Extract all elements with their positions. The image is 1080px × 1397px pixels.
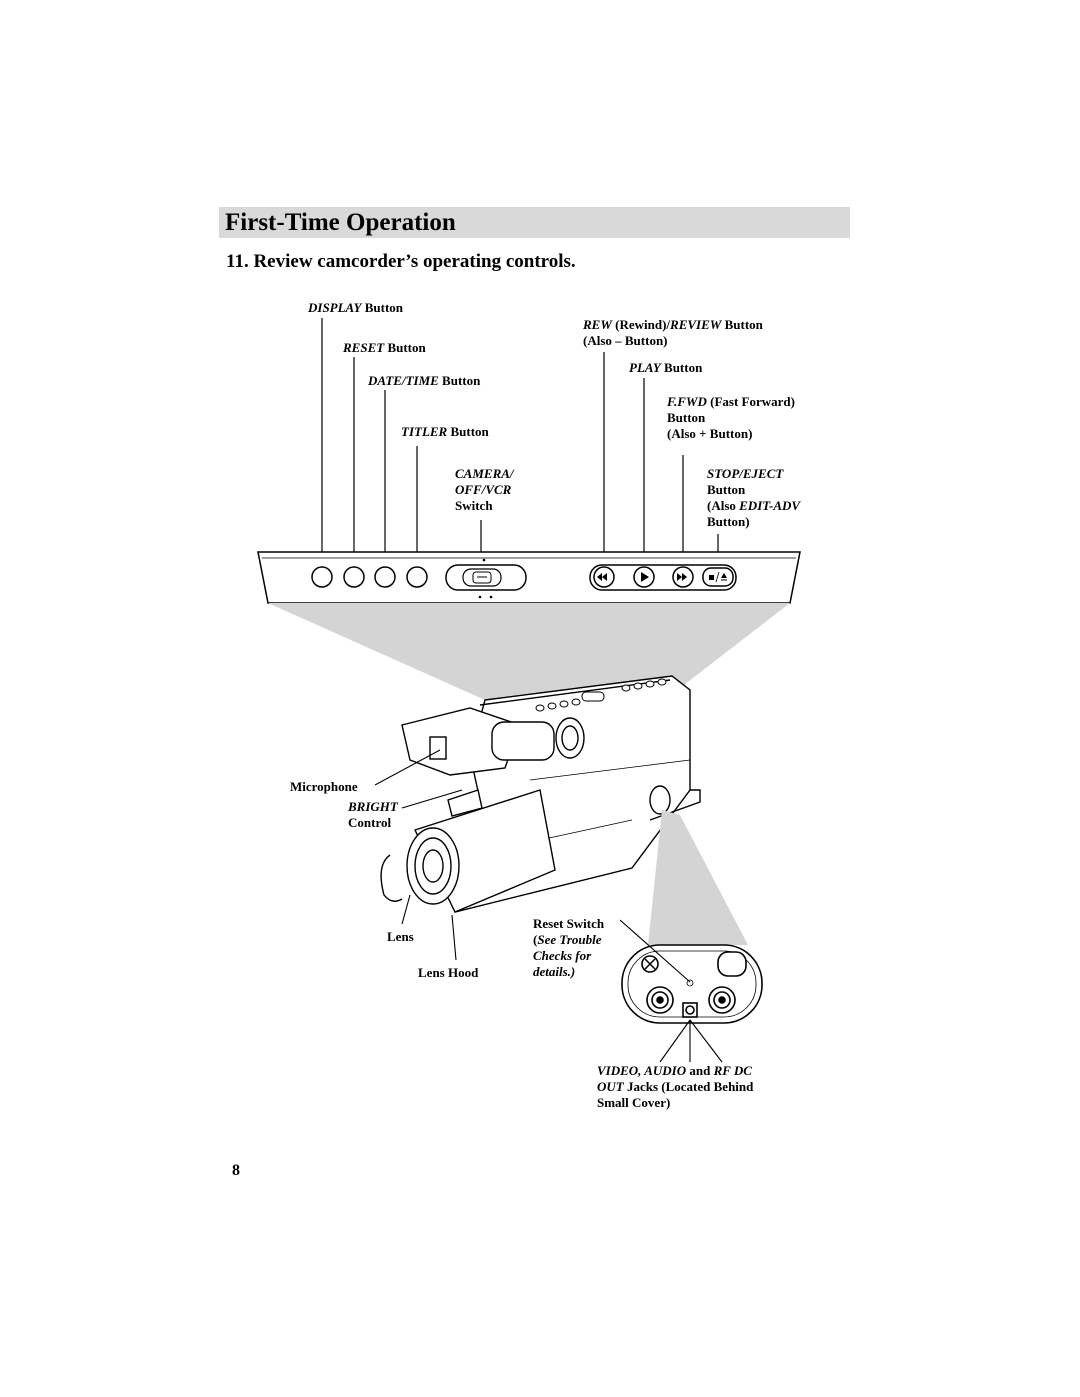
camera-switch [445,558,527,599]
lens-label: Lens [387,929,414,944]
reset-button-label: RESET Button [343,340,426,355]
page-number: 8 [232,1162,240,1179]
ffwd-button-label: F.FWD (Fast Forward)Button(Also + Button… [667,394,795,441]
titler-button-label: TITLER Button [401,424,489,439]
jack-panel [621,944,763,1024]
control-panel [257,551,801,604]
microphone-label: Microphone [290,779,358,794]
datetime-button-label: DATE/TIME Button [368,373,481,388]
transport-buttons [589,564,737,591]
projection-upper [268,603,790,700]
section-title: First-Time Operation [225,209,456,236]
play-button-label: PLAY Button [629,360,703,375]
section-header-band: First-Time Operation [219,207,850,238]
left-buttons [311,566,428,588]
rew-button-label: REW (Rewind)/REVIEW Button(Also – Button… [583,317,763,348]
body-leaders [374,749,723,1063]
step-heading: 11. Review camcorder’s operating control… [226,251,576,272]
lens-hood-label: Lens Hood [418,965,479,980]
camcorder-body [380,675,701,913]
display-button-label: DISPLAY Button [308,300,404,315]
projection-lower [648,810,748,945]
